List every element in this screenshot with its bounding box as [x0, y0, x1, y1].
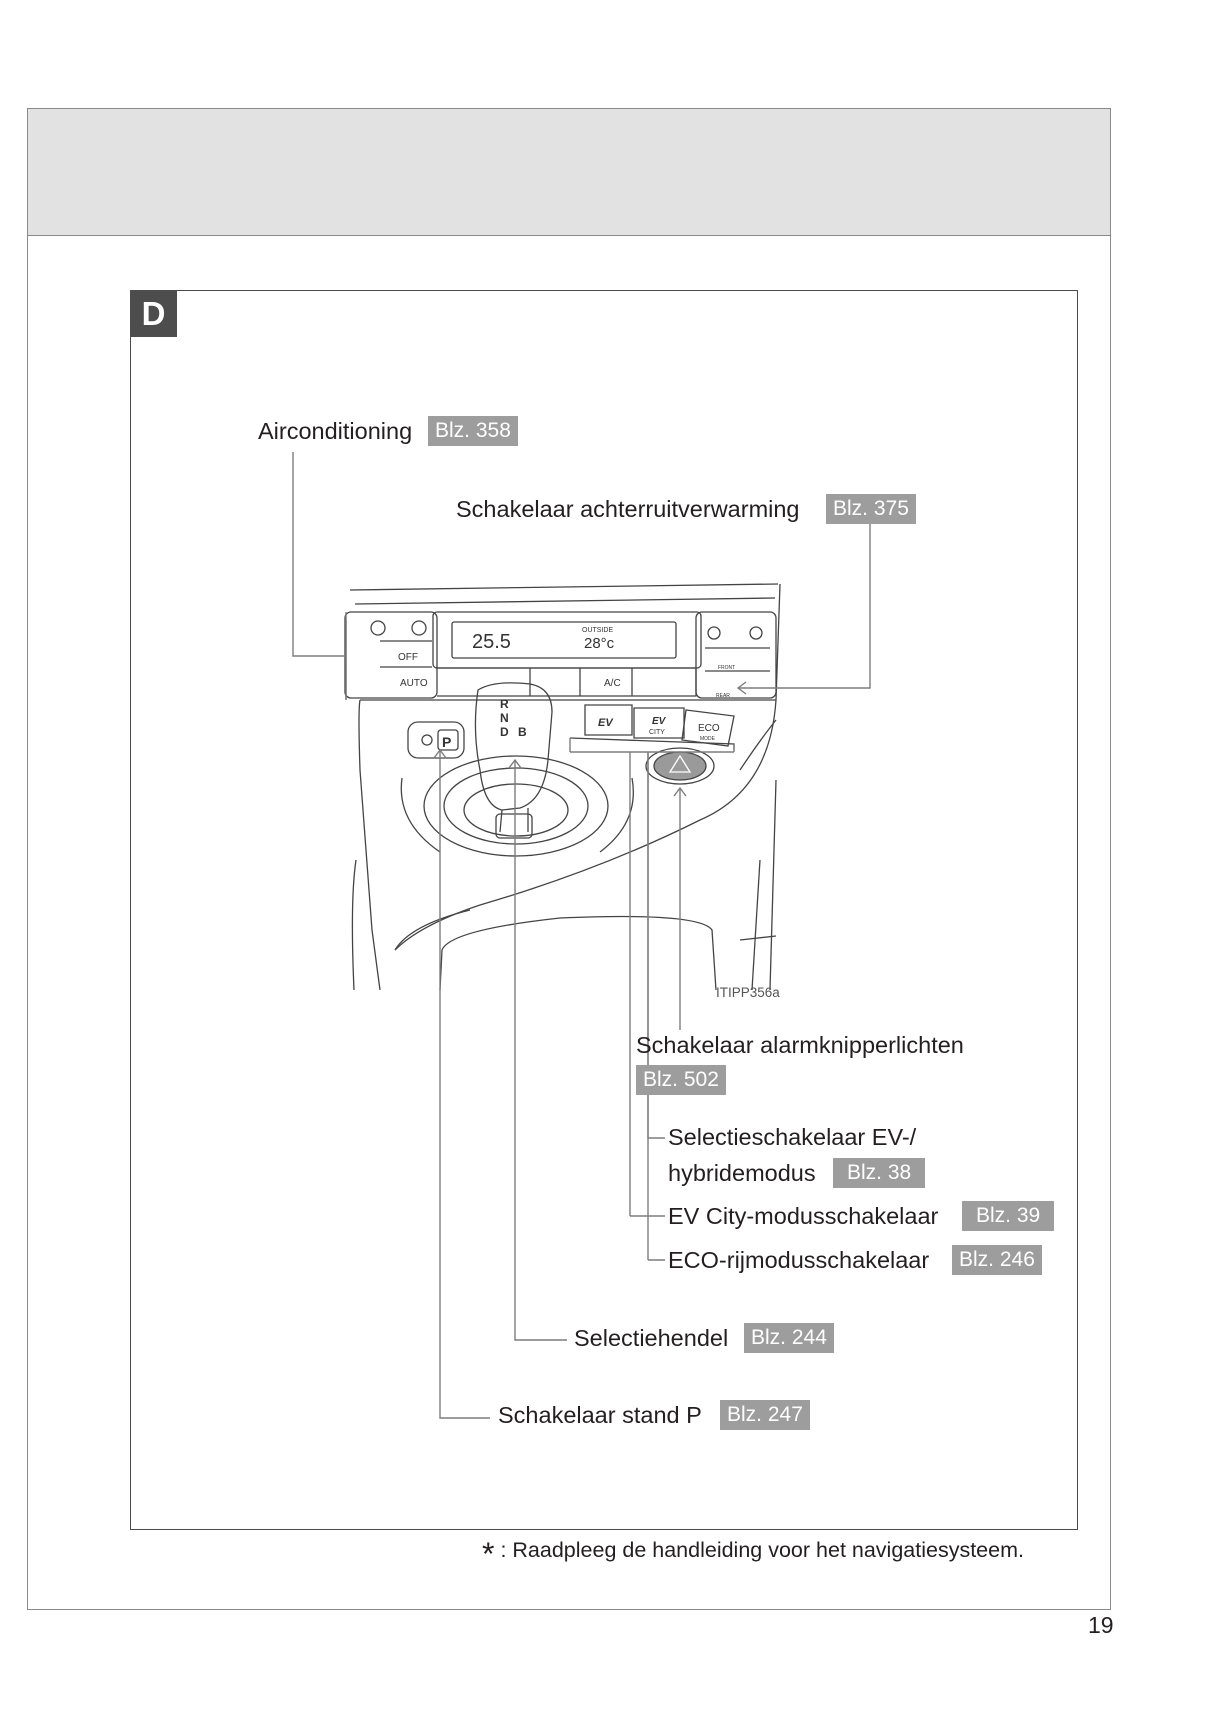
ref-ev-city[interactable]: Blz. 39 [962, 1201, 1055, 1231]
ref-ev-hybrid[interactable]: Blz. 38 [833, 1158, 926, 1188]
label-ev-hybrid-line1: Selectieschakelaar EV-/ [668, 1124, 917, 1150]
ref-rear-defogger[interactable]: Blz. 375 [826, 494, 916, 524]
label-eco: ECO-rijmodusschakelaar [668, 1247, 930, 1273]
image-code: ITIPP356a [716, 985, 780, 1000]
ref-airconditioning[interactable]: Blz. 358 [428, 416, 518, 446]
label-rear-defogger: Schakelaar achterruitverwarming [456, 496, 800, 522]
label-hazard: Schakelaar alarmknipperlichten [636, 1032, 964, 1058]
label-shift-lever: Selectiehendel [574, 1325, 729, 1351]
footnote-star: * [482, 1536, 495, 1572]
ref-eco[interactable]: Blz. 246 [952, 1245, 1042, 1275]
ref-p-switch[interactable]: Blz. 247 [720, 1400, 810, 1430]
footnote: *: Raadpleeg de handleiding voor het nav… [482, 1528, 1024, 1572]
section-box [130, 290, 1078, 1530]
header-band [27, 108, 1111, 236]
label-p-switch: Schakelaar stand P [498, 1402, 702, 1428]
ref-shift-lever[interactable]: Blz. 244 [744, 1323, 834, 1353]
label-ev-city: EV City-modusschakelaar [668, 1203, 939, 1229]
label-airconditioning: Airconditioning [258, 418, 413, 444]
ref-hazard[interactable]: Blz. 502 [636, 1065, 726, 1095]
footnote-text: : Raadpleeg de handleiding voor het navi… [500, 1538, 1024, 1562]
label-ev-hybrid-line2: hybridemodus [668, 1160, 816, 1186]
section-letter: D [130, 290, 177, 337]
page-number: 19 [1088, 1612, 1114, 1638]
